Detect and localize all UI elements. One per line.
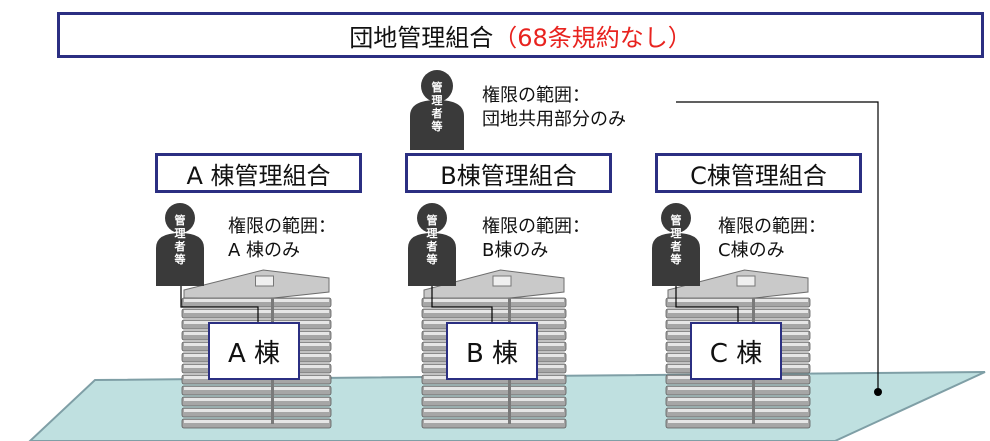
scope-b-line2: B棟のみ	[482, 240, 549, 261]
association-c-name: C棟管理組合	[690, 161, 827, 190]
association-a-name: A 棟管理組合	[186, 161, 331, 190]
top-manager-scope: 権限の範囲： 団地共用部分のみ	[482, 84, 626, 132]
manager-c-scope: 権限の範囲： C棟のみ	[718, 215, 826, 263]
manager-a-scope: 権限の範囲： A 棟のみ	[228, 215, 336, 263]
building-a-label: A 棟	[227, 338, 281, 369]
scope-b-line1: 権限の範囲：	[482, 216, 590, 237]
manager-c-icon: 管理者等	[650, 200, 702, 286]
scope-c-line2: C棟のみ	[718, 240, 785, 261]
title-note: （68条規約なし）	[493, 23, 692, 52]
scope-a-line2: A 棟のみ	[228, 240, 301, 261]
top-manager-label: 管理者等	[431, 81, 443, 133]
association-b-box: B棟管理組合	[405, 153, 612, 193]
title-box: 団地管理組合（68条規約なし）	[57, 12, 984, 58]
top-scope-line2: 団地共用部分のみ	[482, 109, 626, 130]
building-a-label-box: A 棟	[208, 322, 300, 380]
building-b-label: B 棟	[465, 338, 519, 369]
manager-b-icon: 管理者等	[406, 200, 458, 286]
manager-c-label: 管理者等	[670, 214, 682, 266]
building-c-label: C 棟	[709, 338, 763, 369]
building-c-label-box: C 棟	[690, 322, 782, 380]
building-b-label-box: B 棟	[446, 322, 538, 380]
scope-c-line1: 権限の範囲：	[718, 216, 826, 237]
top-manager-connector	[676, 101, 879, 392]
manager-b-scope: 権限の範囲： B棟のみ	[482, 215, 590, 263]
top-manager-icon: 管理者等	[408, 68, 466, 150]
scope-a-line1: 権限の範囲：	[228, 216, 336, 237]
association-c-box: C棟管理組合	[655, 153, 862, 193]
top-scope-line1: 権限の範囲：	[482, 85, 590, 106]
association-a-box: A 棟管理組合	[155, 153, 362, 193]
title-main: 団地管理組合	[349, 23, 494, 52]
manager-a-icon: 管理者等	[154, 200, 206, 286]
connector-end-dot	[874, 388, 882, 396]
manager-b-label: 管理者等	[426, 214, 438, 266]
manager-a-label: 管理者等	[174, 214, 186, 266]
association-b-name: B棟管理組合	[440, 161, 577, 190]
